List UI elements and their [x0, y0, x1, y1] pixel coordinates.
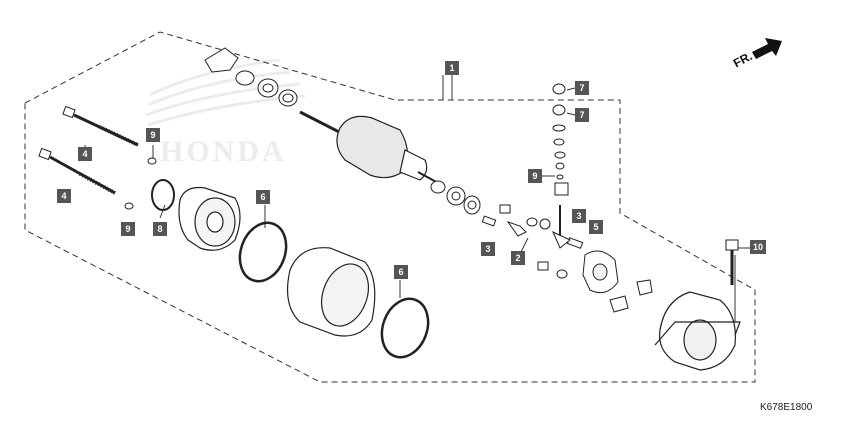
callout-9-upper: 9 — [146, 128, 160, 142]
o-ring-6-lower — [380, 297, 430, 359]
brush-terminal-parts — [499, 204, 568, 279]
washer-9-upper — [147, 157, 157, 165]
leader-lines — [64, 68, 750, 322]
callout-3-left: 3 — [481, 242, 495, 256]
brush-spring-left — [481, 215, 497, 227]
callout-7-upper: 7 — [575, 81, 589, 95]
rear-cover — [654, 291, 741, 371]
callout-3-right: 3 — [572, 209, 586, 223]
brush-holder-5 — [582, 250, 619, 294]
callout-9-right: 9 — [528, 169, 542, 183]
mount-bolt-10 — [725, 239, 739, 285]
assembly-boundary — [24, 31, 756, 383]
callout-2: 2 — [511, 251, 525, 265]
motor-yoke — [287, 247, 376, 337]
callout-5: 5 — [589, 220, 603, 234]
callout-7-lower: 7 — [575, 108, 589, 122]
callout-9-lower: 9 — [121, 222, 135, 236]
honda-watermark: HONDA — [160, 135, 287, 168]
callout-6-lower: 6 — [394, 265, 408, 279]
callout-6-upper: 6 — [256, 190, 270, 204]
callout-10: 10 — [750, 240, 766, 254]
brush-plate — [609, 295, 629, 313]
armature — [299, 110, 441, 185]
callout-1: 1 — [445, 61, 459, 75]
honda-wing-logo — [145, 58, 306, 127]
through-bolt-lower — [38, 147, 116, 195]
diagram-code: K678E1800 — [760, 402, 813, 413]
o-ring-8 — [151, 179, 175, 211]
brush-clip — [636, 279, 653, 296]
armature-washer-set — [430, 180, 481, 215]
callout-4-upper: 4 — [78, 147, 92, 161]
terminal-nut-stack — [552, 83, 571, 249]
front-direction-arrow — [752, 38, 782, 59]
washer-9-lower — [124, 202, 134, 210]
top-washer-set — [204, 47, 298, 107]
callout-8: 8 — [153, 222, 167, 236]
callout-4-lower: 4 — [57, 189, 71, 203]
o-ring-6-upper — [238, 221, 288, 283]
through-bolt-upper — [62, 105, 139, 147]
front-cover — [178, 186, 241, 251]
